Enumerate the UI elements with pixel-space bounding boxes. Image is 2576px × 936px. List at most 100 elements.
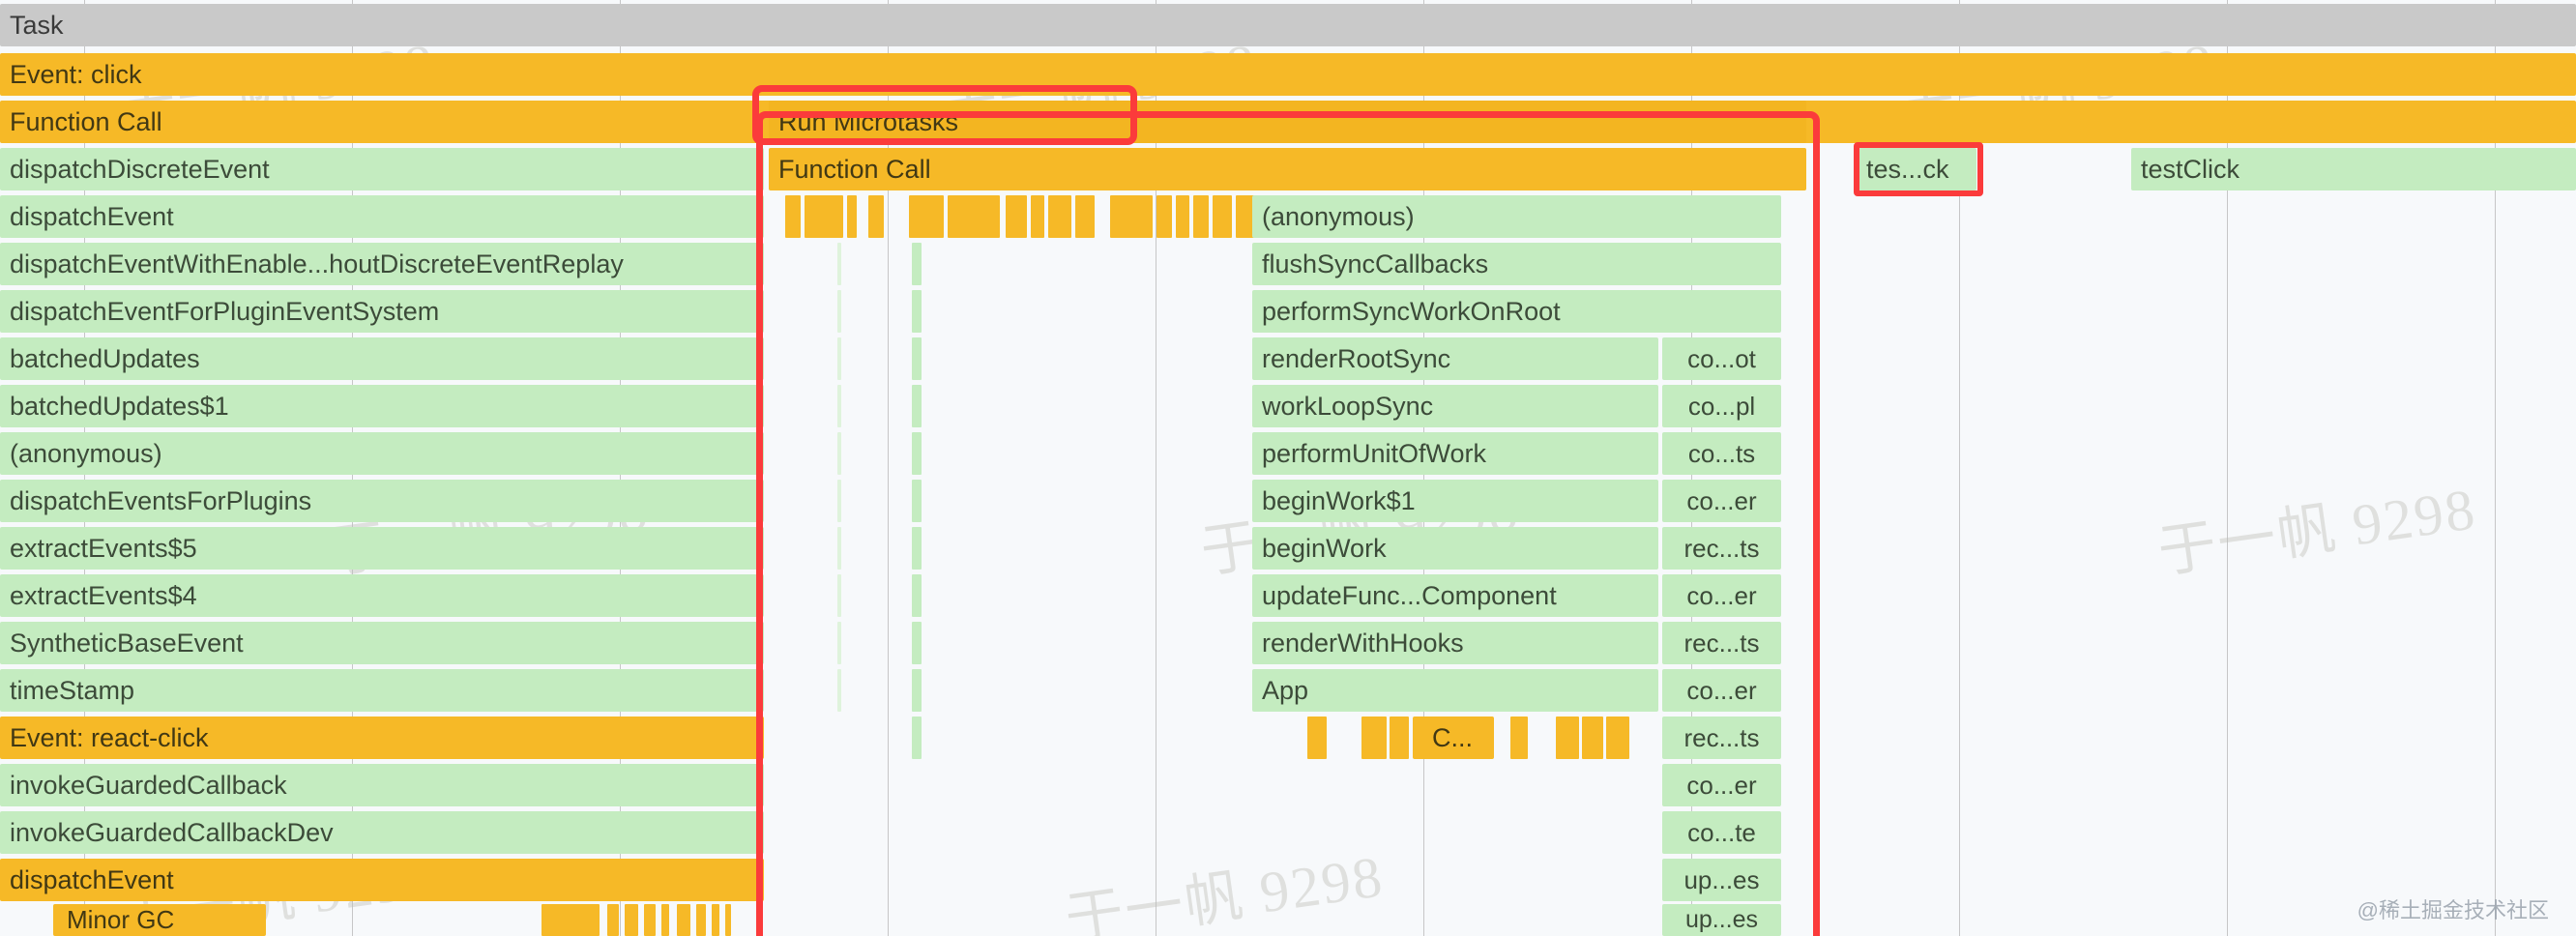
flame-bar-workloopsync[interactable]: workLoopSync: [1252, 385, 1658, 427]
flame-sliver[interactable]: [912, 432, 922, 475]
flame-sliver[interactable]: [607, 904, 619, 936]
flame-sliver[interactable]: [912, 527, 922, 570]
flame-bar-performsyncworkonroot[interactable]: performSyncWorkOnRoot: [1252, 290, 1781, 333]
flame-sliver[interactable]: [912, 622, 922, 664]
flame-sliver[interactable]: [912, 385, 922, 427]
flame-sliver[interactable]: [1031, 195, 1044, 238]
flame-sliver[interactable]: [785, 195, 801, 238]
flame-row: invokeGuardedCallbackDev co...te: [0, 809, 2576, 856]
flame-sliver[interactable]: [542, 904, 600, 936]
flame-bar-label: performUnitOfWork: [1262, 439, 1487, 468]
flame-sliver[interactable]: [696, 904, 706, 936]
flame-bar-app[interactable]: App: [1252, 669, 1658, 712]
flame-bar-dispatchevent[interactable]: dispatchEvent: [0, 195, 764, 238]
flame-sliver[interactable]: [912, 574, 922, 617]
flame-sliver[interactable]: [1193, 195, 1209, 238]
flame-bar-extractevents4[interactable]: extractEvents$4: [0, 574, 764, 617]
flame-row: dispatchEvent (anonymous): [0, 193, 2576, 240]
flame-source-chip[interactable]: co...ot: [1662, 337, 1781, 380]
flame-bar-dispatcheventforplugineventsystem[interactable]: dispatchEventForPluginEventSystem: [0, 290, 764, 333]
flame-bar-dispatcheventwithenable[interactable]: dispatchEventWithEnable...houtDiscreteEv…: [0, 243, 764, 285]
flame-bar-c-truncated[interactable]: C...: [1413, 717, 1494, 759]
flame-bar-anonymous[interactable]: (anonymous): [1252, 195, 1781, 238]
flame-bar-renderrootsync[interactable]: renderRootSync: [1252, 337, 1658, 380]
flame-bar-event-react-click[interactable]: Event: react-click: [0, 717, 764, 759]
flame-bar-renderwithhooks[interactable]: renderWithHooks: [1252, 622, 1658, 664]
flame-sliver[interactable]: [1606, 717, 1629, 759]
flame-source-chip[interactable]: rec...ts: [1662, 622, 1781, 664]
flame-sliver: [837, 290, 841, 333]
flame-source-chip[interactable]: co...er: [1662, 669, 1781, 712]
flame-bar-label: Event: react-click: [10, 723, 209, 752]
flame-sliver[interactable]: [1006, 195, 1027, 238]
flame-sliver[interactable]: [1510, 717, 1528, 759]
flame-bar-updatefunctioncomponent[interactable]: updateFunc...Component: [1252, 574, 1658, 617]
flame-bar-timestamp[interactable]: timeStamp: [0, 669, 764, 712]
flame-bar-performunitofwork[interactable]: performUnitOfWork: [1252, 432, 1658, 475]
flame-sliver[interactable]: [1213, 195, 1232, 238]
flame-sliver[interactable]: [1582, 717, 1603, 759]
flame-source-chip[interactable]: rec...ts: [1662, 527, 1781, 570]
flame-sliver[interactable]: [805, 195, 843, 238]
flame-sliver[interactable]: [1176, 195, 1189, 238]
flame-bar-invokeguardedcallback[interactable]: invokeGuardedCallback: [0, 764, 764, 806]
flame-bar-flushsynccallbacks[interactable]: flushSyncCallbacks: [1252, 243, 1781, 285]
flame-source-chip[interactable]: co...er: [1662, 764, 1781, 806]
flame-bar-minor-gc[interactable]: Minor GC: [53, 904, 266, 936]
flame-sliver[interactable]: [1307, 717, 1327, 759]
flame-source-chip[interactable]: co...te: [1662, 811, 1781, 854]
flame-sliver[interactable]: [725, 904, 731, 936]
flame-sliver[interactable]: [912, 717, 922, 759]
flame-sliver[interactable]: [1075, 195, 1095, 238]
flame-sliver[interactable]: [712, 904, 719, 936]
flame-bar-beginwork1[interactable]: beginWork$1: [1252, 480, 1658, 522]
flame-sliver[interactable]: [912, 480, 922, 522]
flame-bar-beginwork[interactable]: beginWork: [1252, 527, 1658, 570]
flame-bar-batchedupdates[interactable]: batchedUpdates: [0, 337, 764, 380]
flame-sliver[interactable]: [912, 290, 922, 333]
flame-bar-function-call-inner[interactable]: Function Call: [769, 148, 1806, 190]
flame-sliver[interactable]: [1110, 195, 1153, 238]
flame-sliver[interactable]: [912, 669, 922, 712]
flame-sliver[interactable]: [1556, 717, 1579, 759]
flame-sliver[interactable]: [909, 195, 944, 238]
flame-sliver[interactable]: [847, 195, 857, 238]
flame-bar-task[interactable]: Task: [0, 4, 2576, 46]
flame-bar-dispatchevent-orange[interactable]: dispatchEvent: [0, 859, 764, 901]
flame-source-chip[interactable]: up...es: [1662, 904, 1781, 936]
flame-sliver[interactable]: [677, 904, 690, 936]
flame-bar-label: extractEvents$4: [10, 581, 197, 610]
flame-sliver[interactable]: [1390, 717, 1409, 759]
flame-bar-run-microtasks[interactable]: Run Microtasks: [769, 101, 1806, 143]
flame-sliver[interactable]: [1048, 195, 1071, 238]
flame-source-chip[interactable]: co...er: [1662, 574, 1781, 617]
flame-sliver[interactable]: [868, 195, 884, 238]
flame-sliver[interactable]: [1361, 717, 1387, 759]
flame-bar-batchedupdates1[interactable]: batchedUpdates$1: [0, 385, 764, 427]
flame-bar-testclick[interactable]: testClick: [2131, 148, 2576, 190]
flame-source-chip[interactable]: up...es: [1662, 859, 1781, 901]
flame-source-chip[interactable]: co...er: [1662, 480, 1781, 522]
flame-bar-dispatchdiscreteevent[interactable]: dispatchDiscreteEvent: [0, 148, 764, 190]
flame-source-chip[interactable]: co...ts: [1662, 432, 1781, 475]
flame-bar-label: dispatchEventsForPlugins: [10, 486, 312, 515]
flame-bar-testclick-short[interactable]: tes...ck: [1859, 148, 1976, 190]
flame-bar-anonymous-left[interactable]: (anonymous): [0, 432, 764, 475]
flame-sliver: [837, 243, 841, 285]
flame-sliver[interactable]: [948, 195, 1000, 238]
flame-bar-dispatcheventsforplugins[interactable]: dispatchEventsForPlugins: [0, 480, 764, 522]
flame-sliver[interactable]: [625, 904, 638, 936]
flame-source-chip[interactable]: co...pl: [1662, 385, 1781, 427]
flame-bar-invokeguardedcallbackdev[interactable]: invokeGuardedCallbackDev: [0, 811, 764, 854]
flame-sliver[interactable]: [1156, 195, 1172, 238]
flame-sliver[interactable]: [912, 243, 922, 285]
flame-row: Event: click: [0, 51, 2576, 98]
flame-source-chip[interactable]: rec...ts: [1662, 717, 1781, 759]
flame-sliver[interactable]: [661, 904, 669, 936]
flame-bar-event-click[interactable]: Event: click: [0, 53, 2576, 96]
flame-sliver[interactable]: [644, 904, 656, 936]
flame-bar-syntheticbaseevent[interactable]: SyntheticBaseEvent: [0, 622, 764, 664]
flame-sliver[interactable]: [912, 337, 922, 380]
flame-bar-extractevents5[interactable]: extractEvents$5: [0, 527, 764, 570]
